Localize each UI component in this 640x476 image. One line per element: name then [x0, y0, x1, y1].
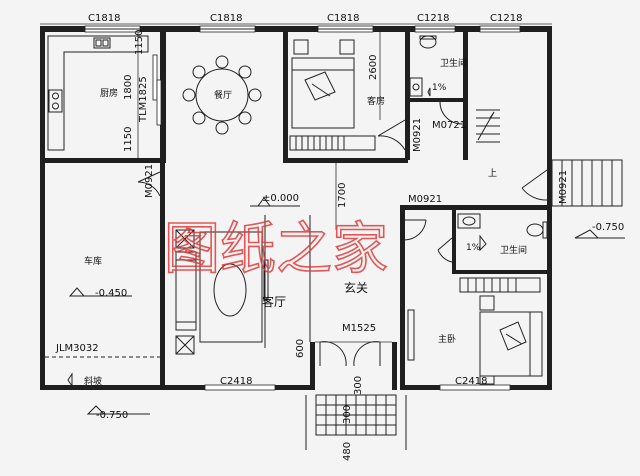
door-label-m0921-right: M0921 [558, 170, 569, 204]
door-label-tlm1825: TLM1825 [138, 76, 149, 123]
slope-bath-right: 1% [466, 243, 481, 253]
kitchen-counter [47, 35, 149, 151]
dim-1150-bottom: 1150 [123, 127, 134, 152]
door-label-jlm3032: JLM3032 [55, 343, 99, 354]
elevation-bottom-left: -0.750 [96, 410, 128, 421]
windows-top [84, 25, 521, 33]
window-label-5: C1218 [490, 13, 522, 24]
window-label-bottom-1: C2418 [220, 376, 252, 387]
dim-600: 600 [295, 339, 306, 358]
elevation-living: ±0.000 [262, 193, 299, 204]
dim-2600: 2600 [368, 55, 379, 80]
elevation-garage: -0.450 [95, 288, 127, 299]
room-label-dining: 餐厅 [214, 89, 232, 101]
master-furniture [407, 277, 543, 385]
dim-480: 480 [342, 442, 353, 461]
dim-300-b: 300 [342, 405, 353, 424]
window-label-1: C1818 [88, 13, 120, 24]
dining-table [182, 55, 262, 135]
room-label-kitchen: 厨房 [100, 87, 118, 99]
window-label-4: C1218 [417, 13, 449, 24]
room-label-master: 主卧 [438, 333, 456, 345]
door-label-m0921-left: M0921 [144, 164, 155, 198]
window-label-bottom-2: C2418 [455, 376, 487, 387]
room-label-living: 客厅 [262, 294, 286, 309]
door-label-m1525: M1525 [342, 323, 376, 334]
room-label-bath-right: 卫生间 [500, 244, 527, 256]
slope-label: 斜坡 [84, 375, 102, 387]
room-label-guest: 客房 [367, 95, 385, 107]
room-label-bath-top: 卫生间 [440, 57, 467, 69]
dim-1800: 1800 [123, 75, 134, 100]
door-label-m0921-guest: M0921 [412, 118, 423, 152]
stair-interior [476, 109, 500, 143]
stair-label: 上 [488, 168, 497, 179]
windows-bottom [204, 384, 511, 391]
walls [40, 26, 552, 390]
stair-exterior-right [551, 159, 623, 207]
bath-fixtures-right [457, 213, 548, 252]
guest-bed [289, 39, 376, 151]
watermark: 图纸之家 [164, 217, 388, 282]
window-label-3: C1818 [327, 13, 359, 24]
door-label-m0921-mid: M0921 [408, 194, 442, 205]
room-label-foyer: 玄关 [344, 280, 368, 295]
elevation-right: -0.750 [592, 222, 624, 233]
dim-300-a: 300 [353, 376, 364, 395]
dim-1700: 1700 [337, 183, 348, 208]
stair-entry [305, 394, 407, 450]
door-label-m0721: M0721 [432, 120, 466, 131]
living-furniture [175, 215, 269, 355]
sliding-door-kitchen [152, 54, 162, 126]
window-label-2: C1818 [210, 13, 242, 24]
slope-bath-top: 1% [432, 83, 447, 93]
room-label-garage: 车库 [84, 255, 102, 267]
dim-1150-top: 1150 [134, 30, 145, 55]
bath-fixtures-top [409, 35, 437, 97]
